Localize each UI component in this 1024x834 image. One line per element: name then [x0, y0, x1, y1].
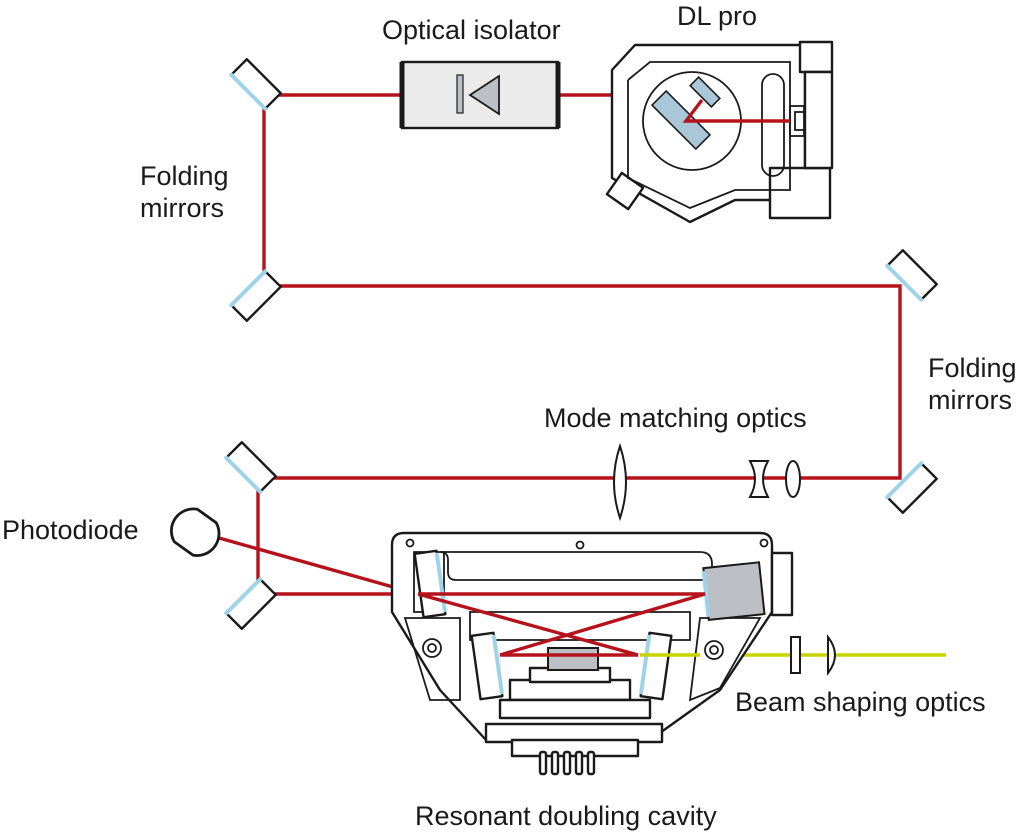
label-optical-isolator: Optical isolator — [382, 15, 561, 45]
beam-shaping-optic-plate — [790, 636, 801, 674]
label-folding-mirrors-right: Folding mirrors — [928, 353, 1017, 415]
label-beam-shaping-optics: Beam shaping optics — [735, 687, 986, 717]
folding-mirror-upper-right — [885, 249, 938, 302]
mode-matching-lens-concave — [748, 460, 770, 498]
folding-mirror-mid-left — [229, 269, 282, 322]
mode-matching-lens-convex — [613, 442, 627, 522]
optical-isolator — [399, 60, 561, 130]
resonant-doubling-cavity — [390, 531, 794, 776]
folding-mirror-lower-right — [885, 461, 938, 514]
folding-mirror-cavity-lower — [224, 577, 277, 630]
label-resonant-doubling-cavity: Resonant doubling cavity — [415, 801, 717, 831]
folding-mirror-top-left — [229, 58, 282, 111]
connector-pins — [538, 750, 596, 776]
beam-shaping-lens — [827, 634, 836, 676]
label-mode-matching-optics: Mode matching optics — [544, 403, 807, 433]
label-dl-pro: DL pro — [677, 1, 758, 31]
mode-matching-lens-biconvex — [785, 460, 801, 498]
label-folding-mirrors-left: Folding mirrors — [140, 161, 229, 223]
photodiode — [170, 507, 221, 557]
dl-pro-laser — [605, 40, 834, 224]
folding-mirror-cavity-upper — [224, 441, 277, 494]
label-photodiode: Photodiode — [2, 515, 139, 545]
